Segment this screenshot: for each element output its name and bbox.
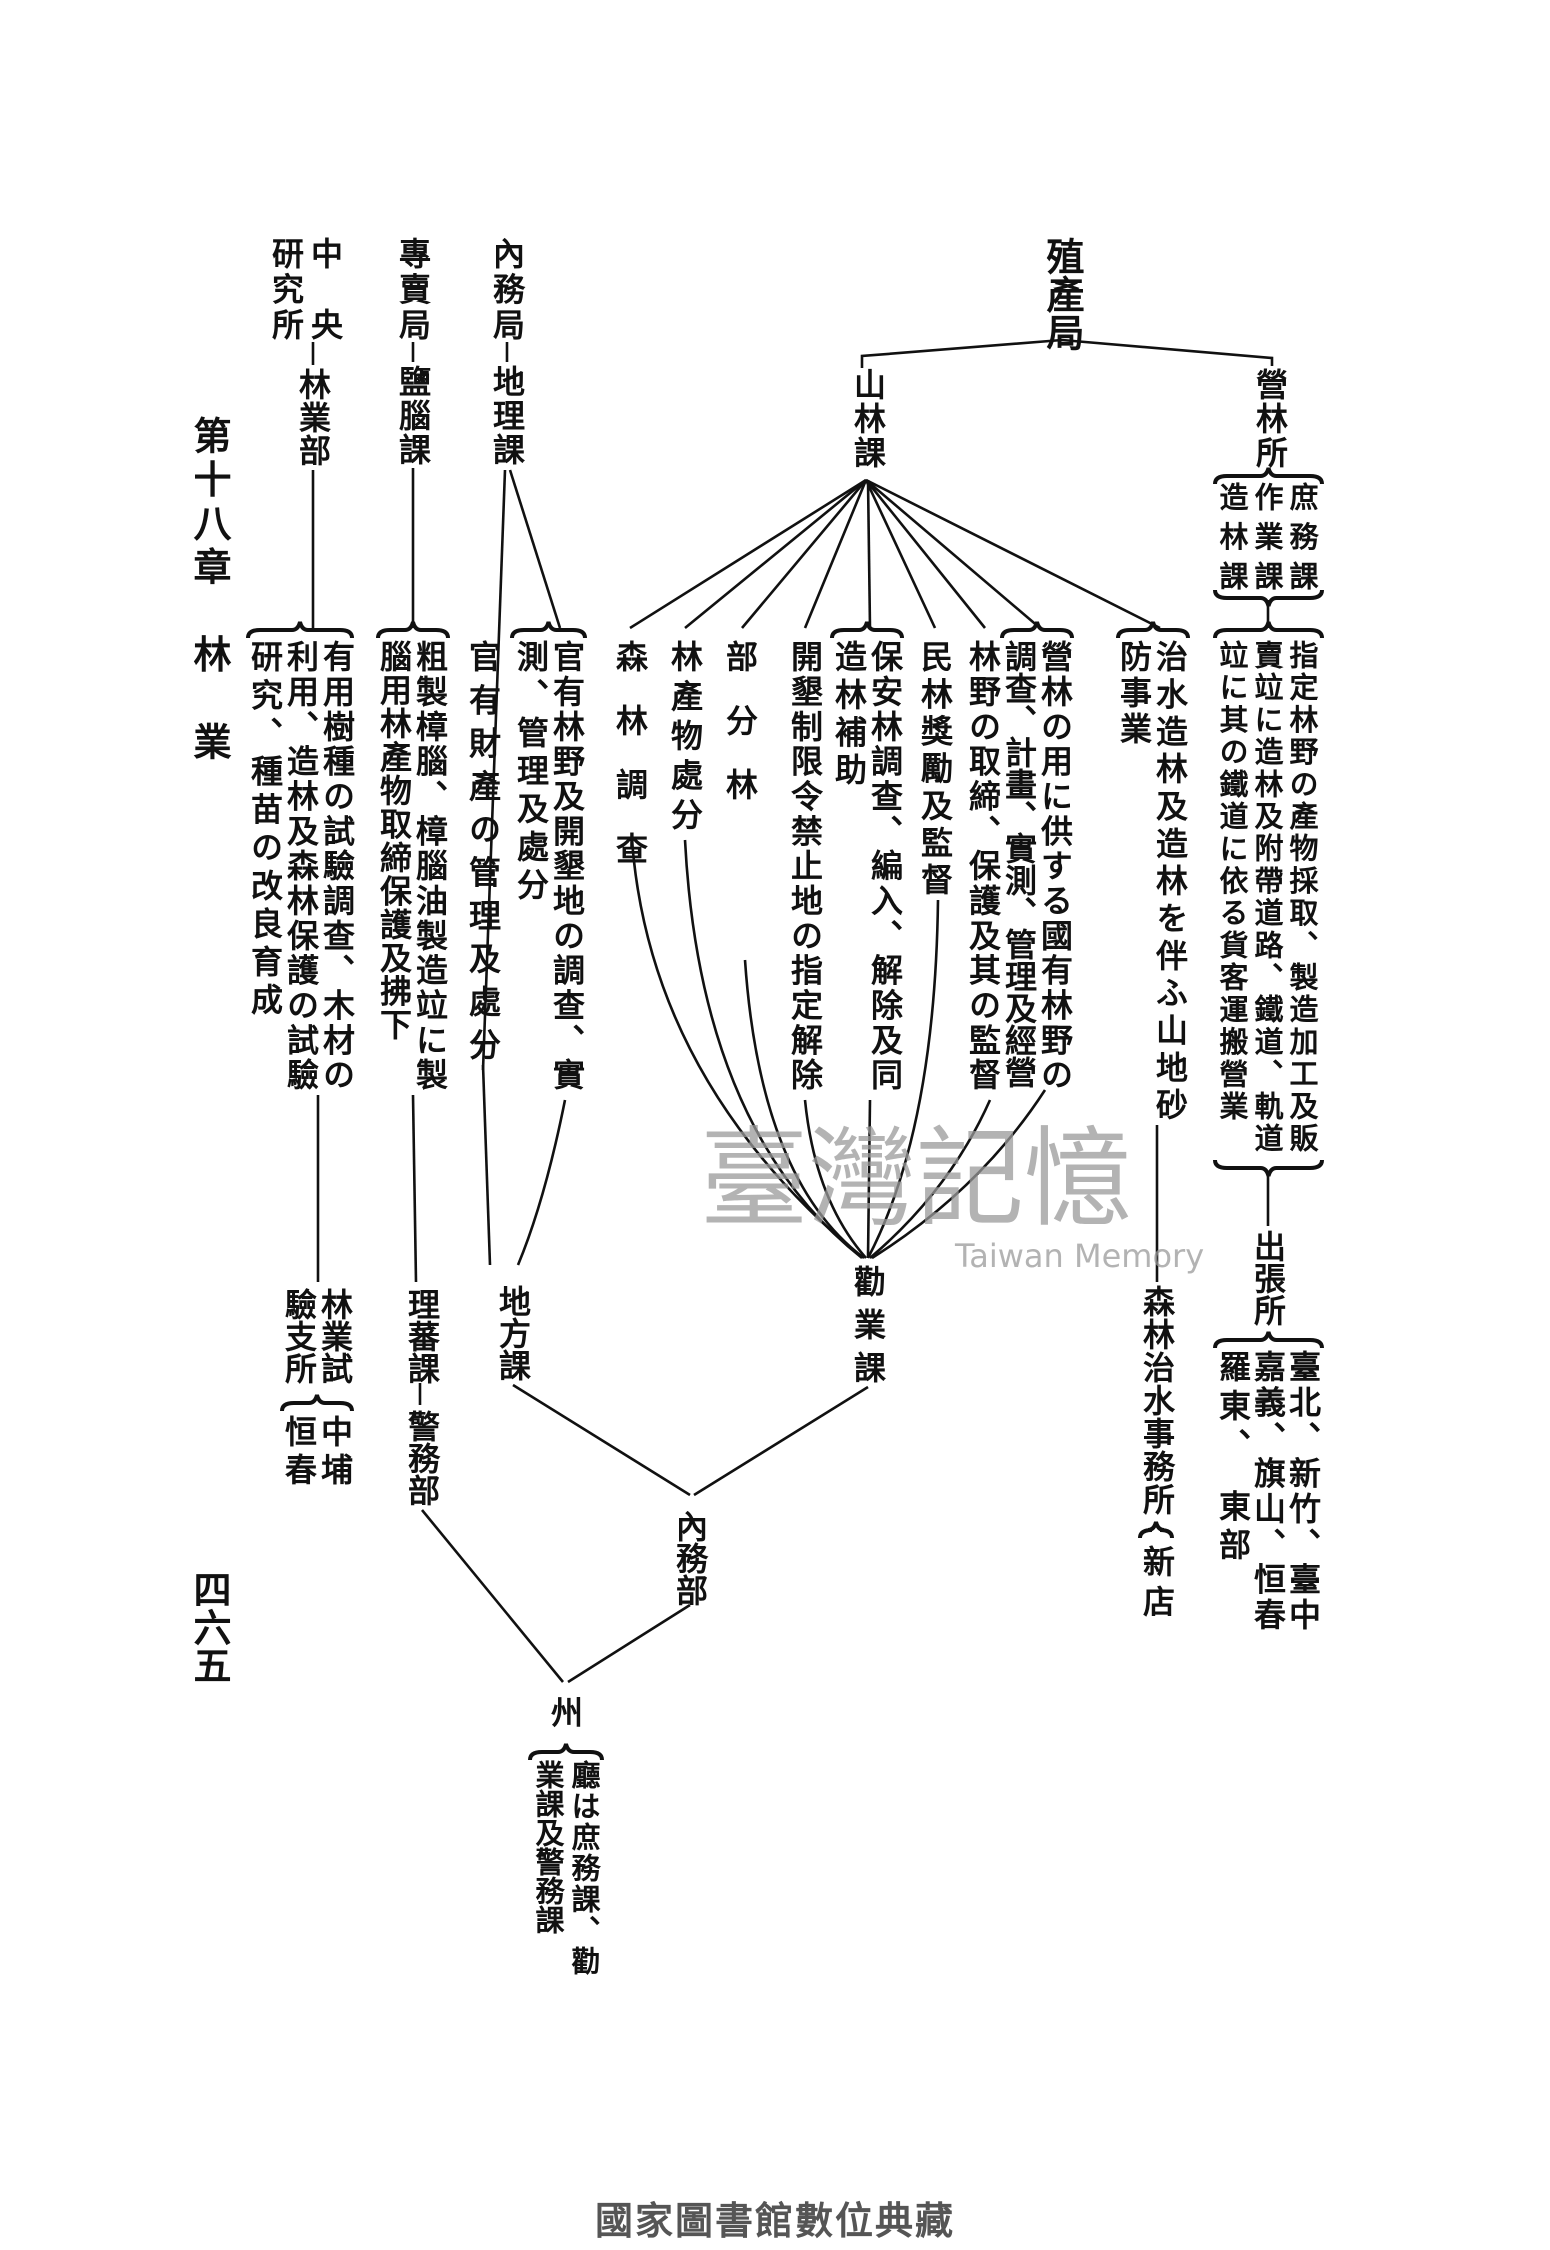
chisui-office: 森林治水事務所 [1138, 1285, 1176, 1515]
station-location: 中埔 [316, 1415, 354, 1485]
duty-chosa: 森 林 調 查 [611, 640, 649, 864]
brace-icon [1116, 621, 1190, 639]
shu-prefecture: 州 [546, 1696, 584, 1728]
senbai-section: 鹽腦課 [394, 365, 432, 465]
naimu-division: 內務部 [671, 1510, 709, 1606]
page-number: 四六五 [187, 1570, 232, 1684]
section-zorin: 造林課 [1215, 482, 1249, 590]
branch-location-line: 嘉義、旗山、恒春 [1249, 1350, 1287, 1630]
institute-duty: 利用、造林及森林保護の試驗 [282, 640, 320, 1090]
brace-icon [280, 1394, 354, 1412]
cho-note-cont: 業課及警務課 [531, 1760, 565, 1934]
institute-name: 中 央 [306, 237, 344, 340]
duty-hoan-cont: 造林補助 [830, 640, 868, 785]
keimu-division: 警務部 [403, 1410, 441, 1506]
eirinsho: 營林所 [1251, 368, 1289, 468]
brace-icon [1213, 1331, 1324, 1349]
naimu-bureau: 內務局 [488, 237, 526, 340]
duty-kaikon: 開墾制限令禁止地の指定解除 [786, 640, 824, 1090]
naimu-duty-forest: 官有林野及開墾地の調查、實 [548, 640, 586, 1090]
naimu-section: 地理課 [488, 365, 526, 465]
naimu-duty-forest-cont: 測、管理及處分 [512, 640, 550, 900]
duty-chisui-cont: 防事業 [1115, 640, 1153, 744]
branch-location-line: 臺北、新竹、臺中 [1284, 1350, 1322, 1630]
branch-office: 出張所 [1249, 1230, 1287, 1326]
senbai-bureau: 專賣局 [394, 237, 432, 340]
chapter-title: 第十八章 林 業 [187, 416, 232, 760]
brace-icon [1213, 467, 1324, 485]
kangyo-section: 勸業課 [849, 1265, 887, 1383]
footer-credit: 國家圖書館數位典藏 [594, 2199, 955, 2243]
senbai-duty-cont: 腦用林產物取締保護及拂下 [375, 640, 413, 1040]
branch-location-line: 羅東、 東部 [1214, 1350, 1252, 1560]
forest-station: 林業試 [316, 1288, 354, 1384]
naimu-duty-property: 官有財產の管理及處分 [464, 640, 502, 1060]
institute-duty: 有用樹種の試驗調查、木材の [318, 640, 356, 1090]
watermark-subtitle: Taiwan Memory [955, 1237, 1205, 1275]
duty-kokuyu-cont: 調查、計畫、實測、管理及經營 [1000, 640, 1038, 1088]
sanrinka: 山林課 [849, 368, 887, 468]
chiho-section: 地方課 [494, 1285, 532, 1381]
forest-station-cont: 驗支所 [280, 1288, 318, 1384]
duty-hoan: 保安林調查、編入、解除及同 [866, 640, 904, 1090]
section-sagyo: 作業課 [1250, 482, 1284, 590]
duty-kokuyu: 營林の用に供する國有林野の [1036, 640, 1074, 1090]
eirinsho-duty-line: 賣竝に造林及附帶道路、鐵道、軌道 [1250, 640, 1284, 1152]
senbai-duty: 粗製樟腦、樟腦油製造竝に製 [411, 640, 449, 1090]
brace-icon [510, 621, 587, 639]
brace-icon [1000, 621, 1074, 639]
duty-minrin: 民林獎勵及監督 [916, 640, 954, 895]
section-shomu: 庶務課 [1285, 482, 1319, 590]
watermark-title: 臺灣記憶 [700, 1117, 1133, 1242]
duty-bubunrin: 部 分 林 [721, 640, 759, 800]
station-location: 恒春 [280, 1415, 318, 1485]
institute-duty: 研究、種苗の改良育成 [246, 640, 284, 1015]
duty-sanbutsu: 林產物處分 [666, 640, 704, 830]
duty-torishimari: 林野の取締、保護及其の監督 [964, 640, 1002, 1090]
brace-icon [246, 621, 354, 639]
eirinsho-duty-line: 指定林野の產物採取、製造加工及販 [1285, 640, 1319, 1152]
institute-name-cont: 研究所 [267, 237, 305, 340]
eirinsho-duty-line: 竝に其の鐵道に依る貨客運搬營業 [1215, 640, 1249, 1120]
chisui-office-location: 新店 [1138, 1545, 1176, 1617]
cho-note: 廳は庶務課、勸 [567, 1760, 601, 1975]
shokusan-bureau: 殖產局 [1040, 237, 1085, 351]
brace-icon [830, 621, 904, 639]
duty-chisui: 治水造林及造林を伴ふ山地砂 [1151, 640, 1189, 1120]
brace-icon [1138, 1521, 1174, 1539]
institute-division: 林業部 [294, 368, 332, 466]
riban-section: 理蕃課 [403, 1288, 441, 1384]
brace-icon [528, 1743, 604, 1761]
